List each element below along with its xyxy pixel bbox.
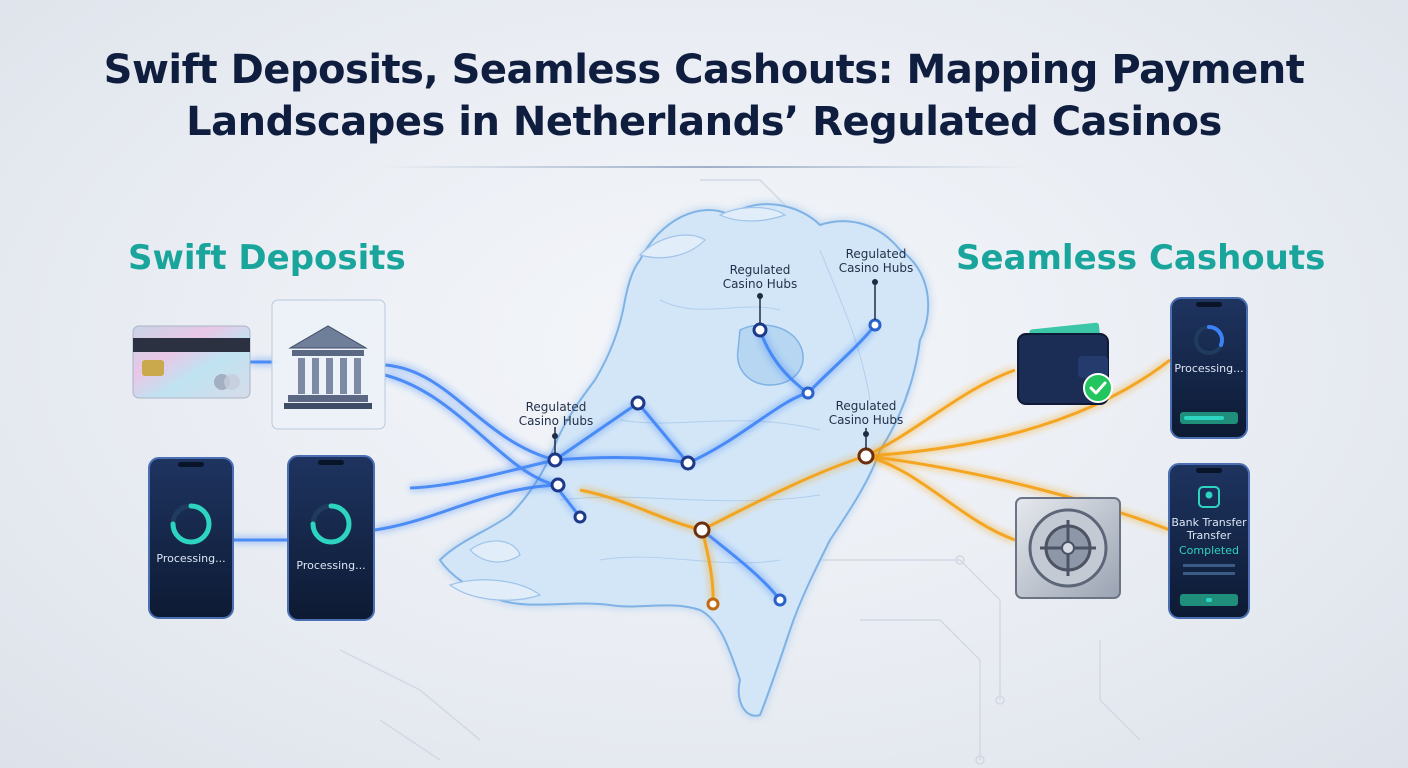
hub-label: Regulated (526, 400, 587, 414)
hub-labels: Regulated Casino Hubs Regulated Casino H… (519, 247, 914, 428)
hub-label: Casino Hubs (723, 277, 798, 291)
hub-node-orange (693, 521, 711, 539)
hub-label: Regulated (836, 399, 897, 413)
flow-hub-network-7 (554, 455, 689, 465)
hub-node (630, 395, 646, 411)
flow-phone-to-hub (374, 483, 556, 532)
hub-label: Regulated (846, 247, 907, 261)
hub-label: Casino Hubs (519, 414, 594, 428)
flow-hub-to-vault (865, 454, 1016, 542)
smartphone-icon: Processing... (148, 457, 234, 619)
flow-mid (409, 458, 556, 490)
flow-hub-network-3 (687, 391, 809, 465)
hub-nodes (547, 279, 882, 611)
hub-label: Casino Hubs (839, 261, 914, 275)
flow-hub-network-6 (701, 528, 782, 601)
hub-node (573, 510, 587, 524)
cashout-phone-2-status: Completed (1179, 544, 1239, 557)
title-divider (380, 166, 1030, 168)
flow-hub-to-phone (865, 358, 1171, 458)
hub-node (680, 455, 696, 471)
deposit-phone-1-status: Processing... (156, 552, 225, 565)
cashout-phone-1-status: Processing... (1174, 362, 1243, 375)
flow-hub-to-wallet (865, 368, 1016, 458)
smartphone-icon: Processing... (287, 455, 375, 621)
hub-node (801, 386, 815, 400)
credit-card-icon (132, 325, 251, 399)
page-title: Swift Deposits, Seamless Cashouts: Mappi… (0, 44, 1408, 148)
hub-label: Casino Hubs (829, 413, 904, 427)
hub-node (547, 452, 563, 468)
hub-node (550, 477, 566, 493)
hub-node (868, 318, 882, 332)
hub-label: Regulated (730, 263, 791, 277)
smartphone-icon: Bank Transfer Transfer Completed (1168, 463, 1250, 619)
smartphone-icon: Processing... (1170, 297, 1248, 439)
swift-deposits-heading: Swift Deposits (128, 238, 406, 278)
circuit-background (339, 179, 1141, 765)
profile-icon (1198, 486, 1220, 508)
title-line-2: Landscapes in Netherlands’ Regulated Cas… (186, 99, 1222, 145)
flow-hub-network-4 (806, 324, 877, 395)
deposit-flows (233, 324, 877, 601)
check-icon (1083, 373, 1113, 403)
deposit-phone-2-status: Processing... (296, 559, 365, 572)
flow-hub-to-phone-2 (865, 454, 1171, 532)
vault-icon (1015, 497, 1121, 599)
hub-node (773, 593, 787, 607)
hub-node-orange (706, 597, 720, 611)
title-line-1: Swift Deposits, Seamless Cashouts: Mappi… (103, 47, 1305, 93)
flow-bank-to-hub-2 (384, 373, 556, 487)
hub-node (752, 322, 768, 338)
wallet-icon (1017, 322, 1113, 405)
seamless-cashouts-heading: Seamless Cashouts (956, 238, 1326, 278)
hub-node-orange (857, 447, 875, 465)
flow-hub-network-5 (758, 329, 809, 395)
flow-bank-to-hub (384, 363, 556, 462)
cashout-phone-2-line1: Bank Transfer (1171, 516, 1247, 529)
cashout-phone-2-line2: Transfer (1186, 529, 1232, 542)
bank-icon (271, 299, 386, 430)
